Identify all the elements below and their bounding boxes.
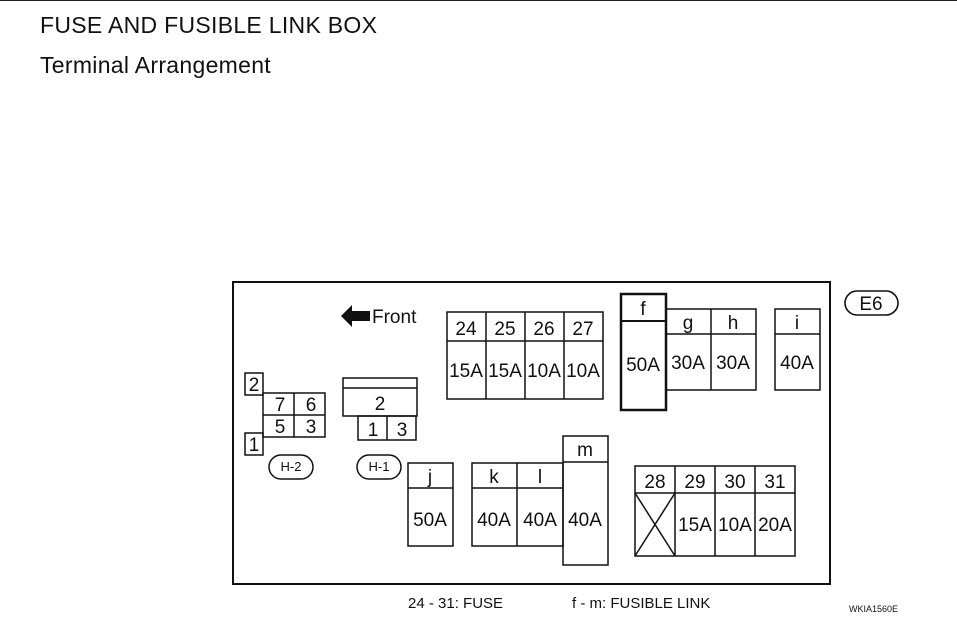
h2-terminal-2-box: [244, 372, 264, 396]
h2-terminal-1-box: [244, 432, 264, 456]
h2-terminal-label: 2: [249, 375, 260, 396]
fuse-number: 31: [764, 472, 785, 493]
fusible-link-rating: 30A: [716, 353, 750, 374]
fuse-rating: 15A: [678, 515, 712, 536]
fuse-number: 25: [494, 319, 515, 340]
fusible-link-rating: 40A: [477, 510, 511, 531]
fuse-number: 26: [533, 319, 554, 340]
h1-connector-label: H-1: [369, 459, 390, 474]
h1-terminal-label: 3: [397, 420, 408, 441]
fusible-link-id: g: [683, 313, 694, 334]
h1-terminal-label: 1: [368, 420, 379, 441]
fusible-link-id: m: [577, 440, 593, 461]
h1-connector-badge: [356, 454, 402, 480]
h1-terminal-label: 2: [375, 394, 386, 415]
front-arrow-icon: [341, 305, 370, 327]
fusible-link-j: [407, 462, 454, 547]
h2-terminal-label: 5: [275, 417, 286, 438]
fusible-link-rating: 40A: [568, 510, 602, 531]
fuse-number: 29: [684, 472, 705, 493]
fuse-number: 28: [644, 472, 665, 493]
h2-terminal-label: 1: [249, 435, 260, 456]
h2-terminal-label: 6: [306, 395, 317, 416]
fusible-link-m: [562, 435, 609, 566]
fuse-rating: 10A: [718, 515, 752, 536]
fusible-link-rating: 50A: [413, 510, 447, 531]
connector-id-label: E6: [859, 294, 882, 315]
h2-terminal-label: 7: [275, 395, 286, 416]
figure-code: WKIA1560E: [849, 604, 899, 614]
fusible-link-rating: 30A: [671, 353, 705, 374]
fuse-box-outline: [232, 281, 831, 585]
fusible-link-id: l: [538, 467, 542, 488]
top-rule: [0, 0, 957, 1]
fusible-link-rating: 40A: [780, 353, 814, 374]
fusible-link-id: f: [640, 299, 646, 320]
h2-terminal-label: 3: [306, 417, 317, 438]
fuse-number: 27: [572, 319, 593, 340]
fuse-rating: 10A: [527, 361, 561, 382]
legend-fusible-link: f - m: FUSIBLE LINK: [572, 595, 711, 612]
fusible-link-id: k: [489, 467, 499, 488]
fuse-number: 30: [724, 472, 745, 493]
fusible-link-id: h: [728, 313, 739, 334]
fusible-link-i: [774, 308, 821, 391]
h2-connector-label: H-2: [281, 459, 302, 474]
h2-connector-badge: [268, 454, 314, 480]
fuse-rating: 10A: [566, 361, 600, 382]
fusible-link-rating: 50A: [626, 355, 660, 376]
fuse-number: 24: [455, 319, 477, 340]
fuse-rating: 15A: [449, 361, 483, 382]
legend-fuse: 24 - 31: FUSE: [408, 595, 504, 612]
fuse-rating: 15A: [488, 361, 522, 382]
page-subtitle: Terminal Arrangement: [40, 52, 271, 78]
fusible-link-rating: 40A: [523, 510, 557, 531]
fuse-rating: 20A: [758, 515, 792, 536]
fusible-link-id: j: [427, 467, 432, 488]
page-title: FUSE AND FUSIBLE LINK BOX: [40, 12, 378, 38]
connector-id-badge: [844, 290, 899, 316]
front-label: Front: [372, 307, 417, 328]
fusible-link-id: i: [795, 313, 799, 334]
